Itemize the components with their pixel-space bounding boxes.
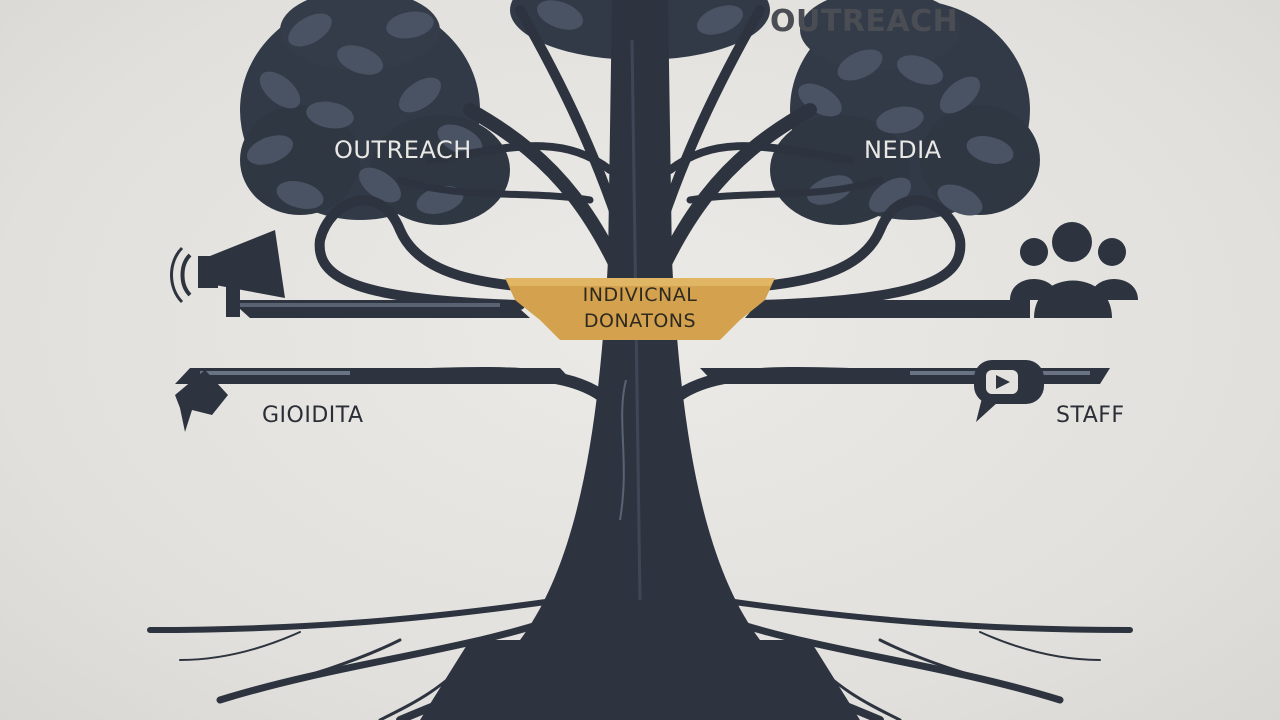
video-chat-icon	[974, 360, 1044, 422]
people-icon	[1010, 222, 1138, 318]
root-base	[420, 640, 860, 720]
megaphone-icon	[170, 230, 285, 317]
banner-text: INDIVICNAL DONATONS	[530, 282, 750, 334]
label-left-bottom: GIOIDITA	[262, 403, 364, 428]
label-outreach-left: OUTREACH	[334, 136, 472, 164]
banner-line-2: DONATONS	[583, 310, 697, 332]
foliage-left	[240, 0, 510, 225]
label-staff: STAFF	[1056, 403, 1125, 428]
label-media-right: NEDIA	[864, 136, 942, 164]
banner	[505, 278, 775, 340]
connector-bars	[175, 300, 1110, 384]
foliage-right	[770, 0, 1040, 225]
label-outreach-top: OUTREACH	[770, 4, 959, 39]
banner-line-1: INDIVICNAL	[582, 284, 698, 306]
speech-bubble-icon	[175, 370, 228, 432]
